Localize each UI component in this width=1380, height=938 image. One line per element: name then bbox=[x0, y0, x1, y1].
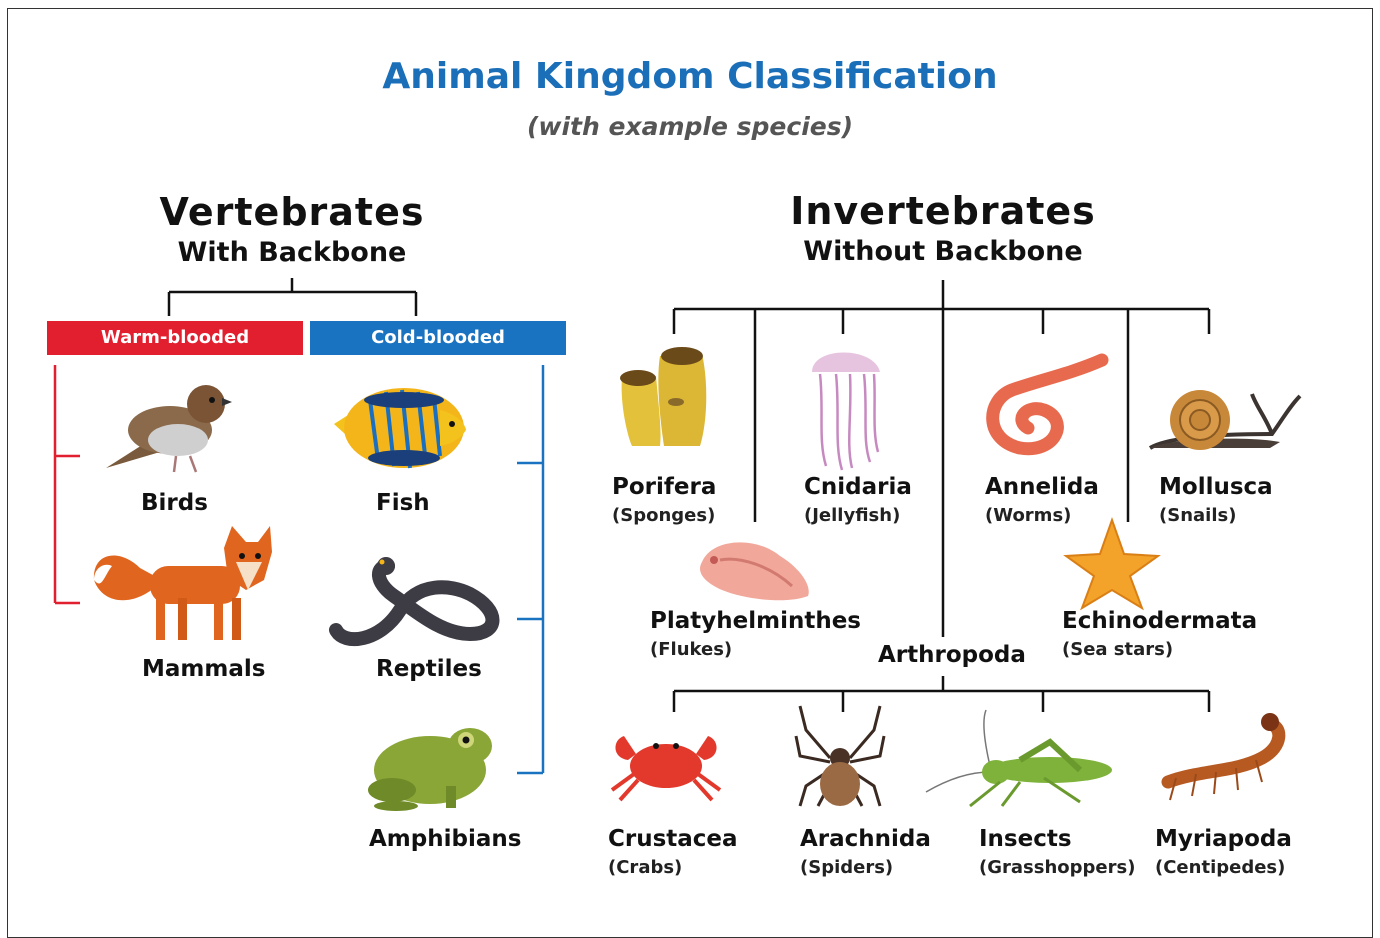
worm-icon bbox=[993, 360, 1102, 449]
class-label-birds: Birds bbox=[141, 490, 208, 516]
sea-star-icon bbox=[1066, 520, 1158, 608]
warm-blooded-band: Warm-blooded bbox=[47, 321, 303, 355]
angelfish-icon bbox=[334, 388, 466, 468]
class-example-insects: (Grasshoppers) bbox=[979, 857, 1135, 878]
phylum-example-echinodermata: (Sea stars) bbox=[1062, 639, 1173, 660]
phylum-example-platyhelminthes: (Flukes) bbox=[650, 639, 732, 660]
class-example-crustacea: (Crabs) bbox=[608, 857, 682, 878]
phylum-example-porifera: (Sponges) bbox=[612, 505, 715, 526]
page-subtitle: (with example species) bbox=[0, 112, 1380, 141]
class-label-mammals: Mammals bbox=[142, 656, 265, 682]
centipede-icon bbox=[1168, 713, 1279, 800]
grasshopper-icon bbox=[926, 710, 1112, 806]
phylum-label-mollusca: Mollusca bbox=[1159, 474, 1273, 500]
class-label-insects: Insects bbox=[979, 826, 1072, 852]
phylum-example-annelida: (Worms) bbox=[985, 505, 1071, 526]
sponge-icon bbox=[620, 347, 706, 446]
class-label-amphibians: Amphibians bbox=[369, 826, 521, 852]
class-example-arachnida: (Spiders) bbox=[800, 857, 893, 878]
vertebrates-subheading: With Backbone bbox=[178, 237, 407, 268]
phylum-label-cnidaria: Cnidaria bbox=[804, 474, 912, 500]
phylum-label-porifera: Porifera bbox=[612, 474, 716, 500]
snail-icon bbox=[1150, 390, 1300, 450]
class-label-fish: Fish bbox=[376, 490, 430, 516]
vertebrates-heading: Vertebrates bbox=[160, 190, 425, 234]
phylum-label-annelida: Annelida bbox=[985, 474, 1099, 500]
invertebrates-subheading: Without Backbone bbox=[803, 236, 1082, 267]
spider-icon bbox=[796, 706, 884, 806]
class-label-arachnida: Arachnida bbox=[800, 826, 931, 852]
jellyfish-icon bbox=[812, 353, 880, 471]
sparrow-icon bbox=[106, 385, 232, 472]
snake-icon bbox=[336, 557, 493, 639]
invertebrates-heading: Invertebrates bbox=[790, 189, 1096, 233]
class-label-reptiles: Reptiles bbox=[376, 656, 482, 682]
class-label-myriapoda: Myriapoda bbox=[1155, 826, 1292, 852]
phylum-label-echinodermata: Echinodermata bbox=[1062, 608, 1257, 634]
phylum-example-mollusca: (Snails) bbox=[1159, 505, 1236, 526]
frog-icon bbox=[368, 728, 492, 811]
fox-icon bbox=[94, 526, 272, 640]
fluke-icon bbox=[700, 542, 809, 600]
class-example-myriapoda: (Centipedes) bbox=[1155, 857, 1285, 878]
class-label-crustacea: Crustacea bbox=[608, 826, 738, 852]
phylum-label-platyhelminthes: Platyhelminthes bbox=[650, 608, 861, 634]
crab-icon bbox=[612, 736, 720, 800]
cold-blooded-band: Cold-blooded bbox=[310, 321, 566, 355]
page-title: Animal Kingdom Classification bbox=[0, 56, 1380, 97]
phylum-label-arthropoda: Arthropoda bbox=[878, 642, 1026, 668]
phylum-example-cnidaria: (Jellyfish) bbox=[804, 505, 900, 526]
